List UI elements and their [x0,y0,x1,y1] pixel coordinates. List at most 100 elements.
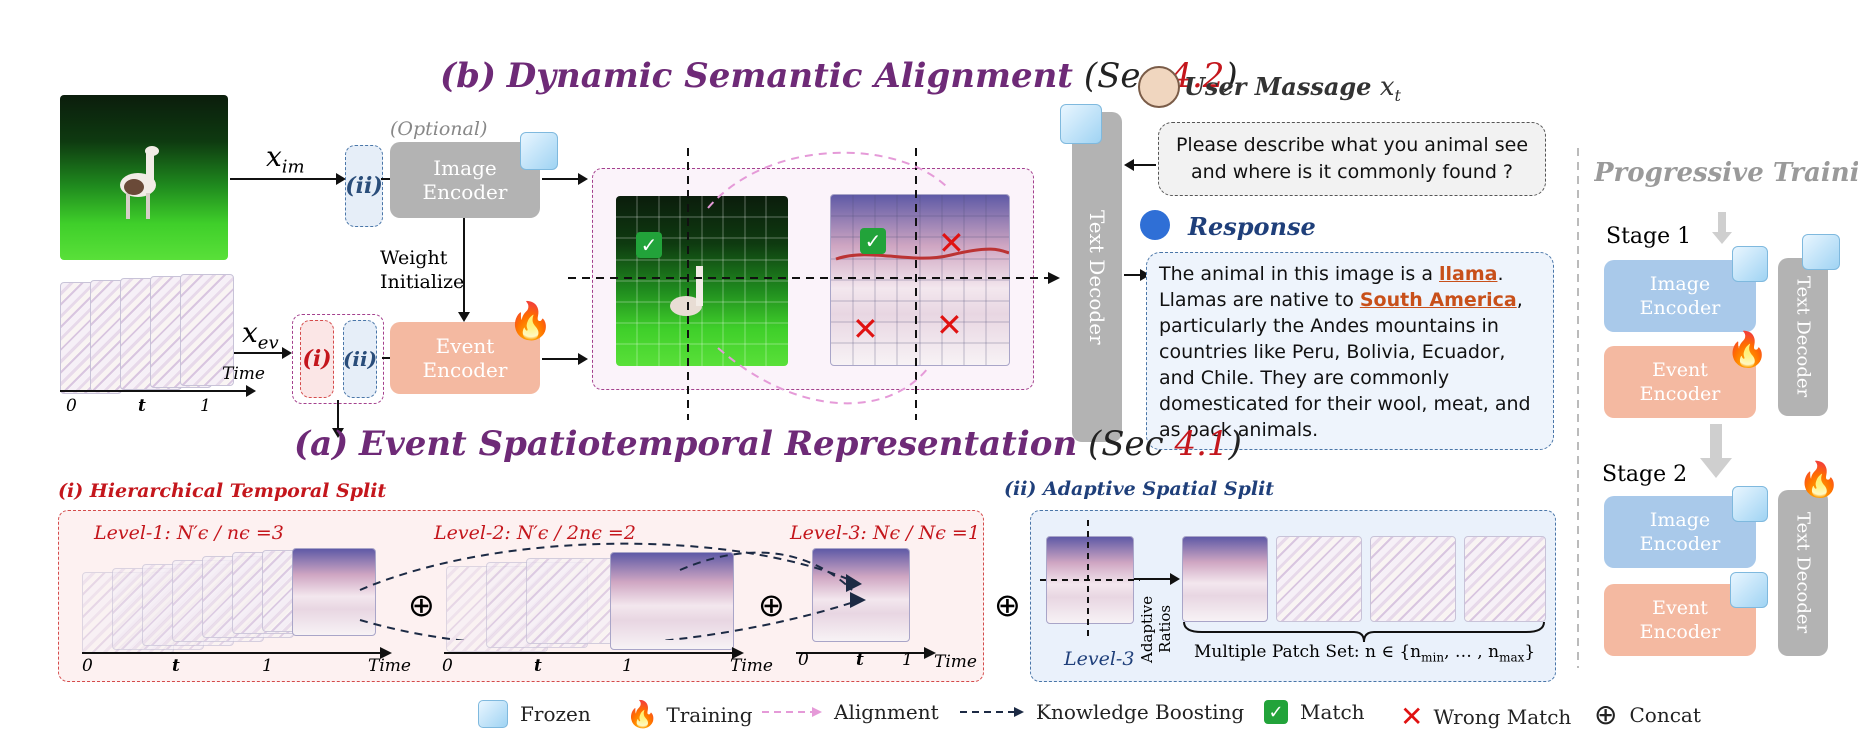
response-text-3: , particularly the Andes mountains in co… [1159,289,1531,441]
concat-symbol: ⊕ [994,586,1021,624]
arrow-event-encoder-to-align [542,353,588,365]
stage1-event-encoder-label: Event Encoder [1639,359,1721,405]
level3-tick-0: 0 [798,650,809,670]
ii-top-box: (ii) [345,145,383,227]
concat-symbol: ⊕ [758,586,785,624]
wrong-match-icon: ✕ [852,310,879,348]
user-title-text: User Massage [1184,72,1372,101]
frozen-icon [1732,246,1768,282]
x-ev-sub: ev [257,332,279,354]
patch-set-item [1276,536,1362,622]
event-encoder-label: Event Encoder [422,334,508,382]
title-b-text: Dynamic Semantic Alignment [506,56,1073,96]
weight-init-label: Weight Initialize [380,247,465,293]
patch-set-brace [1183,621,1545,643]
arrow-event-to-split [234,347,292,359]
arrow-image-encoder-to-align [542,173,588,185]
stage1-event-encoder: Event Encoder [1604,346,1756,418]
title-b-sec-suffix: ) [1224,56,1238,96]
fire-icon: 🔥 [1798,460,1841,500]
spatial-level3-label: Level-3 [1064,648,1135,670]
patch-max: max [1499,650,1525,665]
optional-label: (Optional) [390,118,488,140]
patch-min: min [1421,650,1445,665]
event-frame [180,274,234,386]
x-im-label: xim [266,140,305,178]
ii-top-label: (ii) [345,173,383,199]
aligned-image-patches [616,196,788,366]
response-highlight-region: South America [1359,289,1517,311]
fire-icon: 🔥 [1726,330,1769,370]
legend-training: 🔥 Training [626,700,753,730]
knowledge-boosting-curves [359,542,866,640]
title-b-label: (b) [440,56,496,96]
frozen-icon [1802,234,1840,270]
response-highlight-llama: llama [1439,263,1498,285]
user-var: x [1379,72,1395,102]
legend-alignment-label: Alignment [834,700,939,724]
legend-frozen-label: Frozen [520,702,591,726]
image-encoder-label: Image Encoder [422,156,508,204]
level3-frame [812,548,910,642]
title-a: (a) Event Spatiotemporal Representation … [294,424,1242,464]
legend-alignment: Alignment [760,700,939,724]
stage1-text-decoder: Text Decoder [1778,258,1828,416]
alignment-line-icon [762,707,822,717]
user-message-title: User Massage xt [1184,72,1401,105]
ii-bottom-box: (ii) [343,320,377,398]
x-ev-var: x [242,316,258,349]
level1-label: Level-1: N′ϵ / nϵ =3 [94,522,284,544]
stage2-event-encoder-label: Event Encoder [1639,597,1721,643]
frozen-icon [478,700,508,728]
patch-set-item [1370,536,1456,622]
spatial-title: (ii) Adaptive Spatial Split [1004,478,1275,500]
patch-mid: , … , n [1444,642,1500,662]
tick-t-input: t [138,396,146,416]
title-a-sec-num: 4.1 [1174,424,1229,464]
stage2-label: Stage 2 [1602,462,1688,487]
tick-1-input: 1 [200,396,211,416]
fire-icon: 🔥 [626,700,659,730]
llama-image [60,95,228,260]
level2-tick-t: t [534,656,542,676]
level2-label: Level-2: N′ϵ / 2nϵ =2 [434,522,636,544]
legend-knowledge: Knowledge Boosting [958,700,1244,724]
temporal-title: (i) Hierarchical Temporal Split [58,480,387,502]
level3-tick-t: t [856,650,864,670]
user-message-bubble: Please describe what you animal see and … [1158,122,1546,196]
frozen-icon [1730,572,1768,608]
stage2-image-encoder-label: Image Encoder [1639,509,1721,555]
llama-silhouette [120,146,159,219]
level1-tick-1: 1 [262,656,273,676]
stage1-image-encoder: Image Encoder [1604,260,1756,332]
stage1-text-decoder-label: Text Decoder [1792,276,1814,398]
legend-wrong-match: ✕ Wrong Match [1400,700,1571,733]
arrow-decoder-to-response [1124,269,1150,281]
user-var-sub: t [1394,85,1401,105]
arrow-adaptive [1134,573,1180,585]
concat-icon: ⊕ [1594,698,1618,731]
legend-knowledge-label: Knowledge Boosting [1036,700,1245,724]
time-label-input: Time [222,364,265,384]
level3-label: Level-3: Nϵ / Nϵ =1 [790,522,980,544]
response-icon [1140,210,1170,240]
concat-symbol: ⊕ [408,586,435,624]
stage1-image-encoder-label: Image Encoder [1639,273,1721,319]
legend-match: ✓ Match [1264,700,1365,724]
title-b: (b) Dynamic Semantic Alignment (Sec.4.2) [440,56,1238,96]
arrow-user-to-decoder [1124,159,1156,171]
frozen-icon [1060,104,1102,144]
stage-transition-arrow [1700,424,1732,478]
level1-tick-0: 0 [82,656,93,676]
arrow-image-to-ii [230,173,346,185]
adaptive-ratios-label: Adaptive Ratios [1138,595,1174,663]
stage2-event-encoder: Event Encoder [1604,584,1756,656]
user-avatar [1138,66,1180,108]
match-icon-event: ✓ [860,228,886,254]
legend-concat-label: Concat [1629,702,1701,727]
image-encoder-box: Image Encoder [390,142,540,218]
x-im-sub: im [281,156,305,178]
i-bottom-label: (i) [302,346,332,372]
patch-set-item [1464,536,1546,622]
legend-wrong-label: Wrong Match [1433,704,1572,729]
